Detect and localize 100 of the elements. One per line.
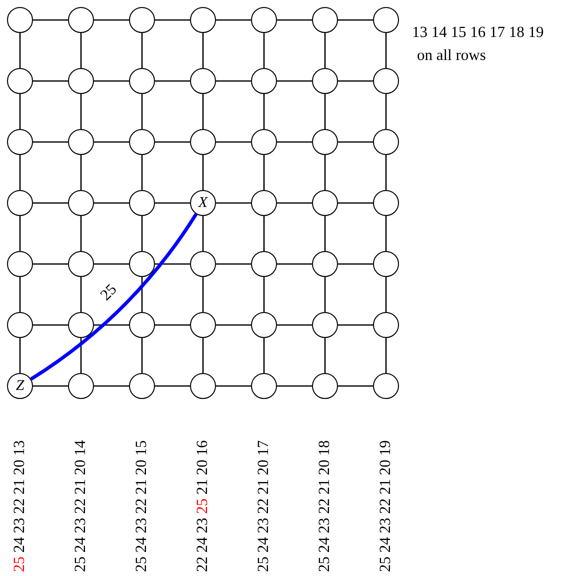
grid-line [263,338,265,373]
circle-node [312,129,338,155]
circle-node [7,7,33,33]
grid-line [324,94,326,129]
circle-node [7,68,33,94]
column-values: 25 24 23 22 21 20 17 [255,439,273,572]
grid-line [19,33,21,68]
grid-line [33,141,68,143]
circle-node [129,190,155,216]
grid-line [94,141,129,143]
grid-line [80,277,82,312]
grid-line [277,263,312,265]
circle-node [129,251,155,277]
grid-line [338,80,373,82]
grid-line [141,94,143,129]
grid-line [202,155,204,190]
grid-line [141,277,143,312]
circle-node [190,129,216,155]
grid-line [80,94,82,129]
circle-node [312,190,338,216]
grid-line [324,155,326,190]
grid-line [216,141,251,143]
grid-line [385,338,387,373]
grid-line [385,94,387,129]
grid-line [155,263,190,265]
grid-line [216,324,251,326]
circle-node [251,373,277,399]
circle-node [251,251,277,277]
circle-node [7,129,33,155]
grid-line [19,277,21,312]
grid-line [141,155,143,190]
circle-node [7,190,33,216]
grid-line [19,338,21,373]
circle-node [251,129,277,155]
column-values: 25 24 23 22 21 20 19 [377,439,395,572]
grid-line [33,80,68,82]
column-values: 25 24 23 22 21 20 15 [133,439,151,572]
circle-node [190,251,216,277]
grid-line [202,33,204,68]
circle-node [373,373,399,399]
circle-node [68,251,94,277]
grid-line [33,385,68,387]
grid-line [33,202,68,204]
grid-line [216,202,251,204]
grid-line [324,338,326,373]
grid-line [216,385,251,387]
grid-line [80,216,82,251]
grid-line [216,19,251,21]
grid-line [155,19,190,21]
grid-line [324,277,326,312]
circle-node [7,251,33,277]
circle-node [129,312,155,338]
grid-line [277,141,312,143]
grid-line [338,385,373,387]
grid-line [202,216,204,251]
circle-node [373,68,399,94]
grid-line [33,19,68,21]
grid-line [338,263,373,265]
circle-node [7,312,33,338]
grid-line [94,324,129,326]
node-label: Z [16,378,24,394]
grid-line [385,155,387,190]
grid-line [338,141,373,143]
circle-node [251,7,277,33]
circle-node [251,312,277,338]
circle-node [373,129,399,155]
circle-node [68,312,94,338]
column-values: 25 24 23 22 21 20 13 [11,439,29,572]
grid-line [94,263,129,265]
grid-line [263,277,265,312]
grid-line [80,338,82,373]
circle-node [129,7,155,33]
grid-line [155,80,190,82]
circle-node [251,190,277,216]
grid-line [338,324,373,326]
column-values: 25 24 23 22 21 20 18 [316,439,334,572]
circle-node [373,251,399,277]
circle-node [190,190,216,216]
grid-line [202,277,204,312]
circle-node [312,312,338,338]
grid-line [155,385,190,387]
grid-line [94,202,129,204]
circle-node [373,7,399,33]
grid-line [155,324,190,326]
circle-node [68,129,94,155]
grid-line [19,155,21,190]
grid-line [277,385,312,387]
grid-line [277,324,312,326]
circle-node [312,7,338,33]
circle-node [312,68,338,94]
circle-node [190,68,216,94]
grid-line [80,155,82,190]
circle-node [312,251,338,277]
grid-line [338,19,373,21]
grid-line [263,94,265,129]
grid-line [19,216,21,251]
grid-line [94,80,129,82]
grid-line [33,263,68,265]
node-label: X [198,196,208,210]
grid-line [141,33,143,68]
